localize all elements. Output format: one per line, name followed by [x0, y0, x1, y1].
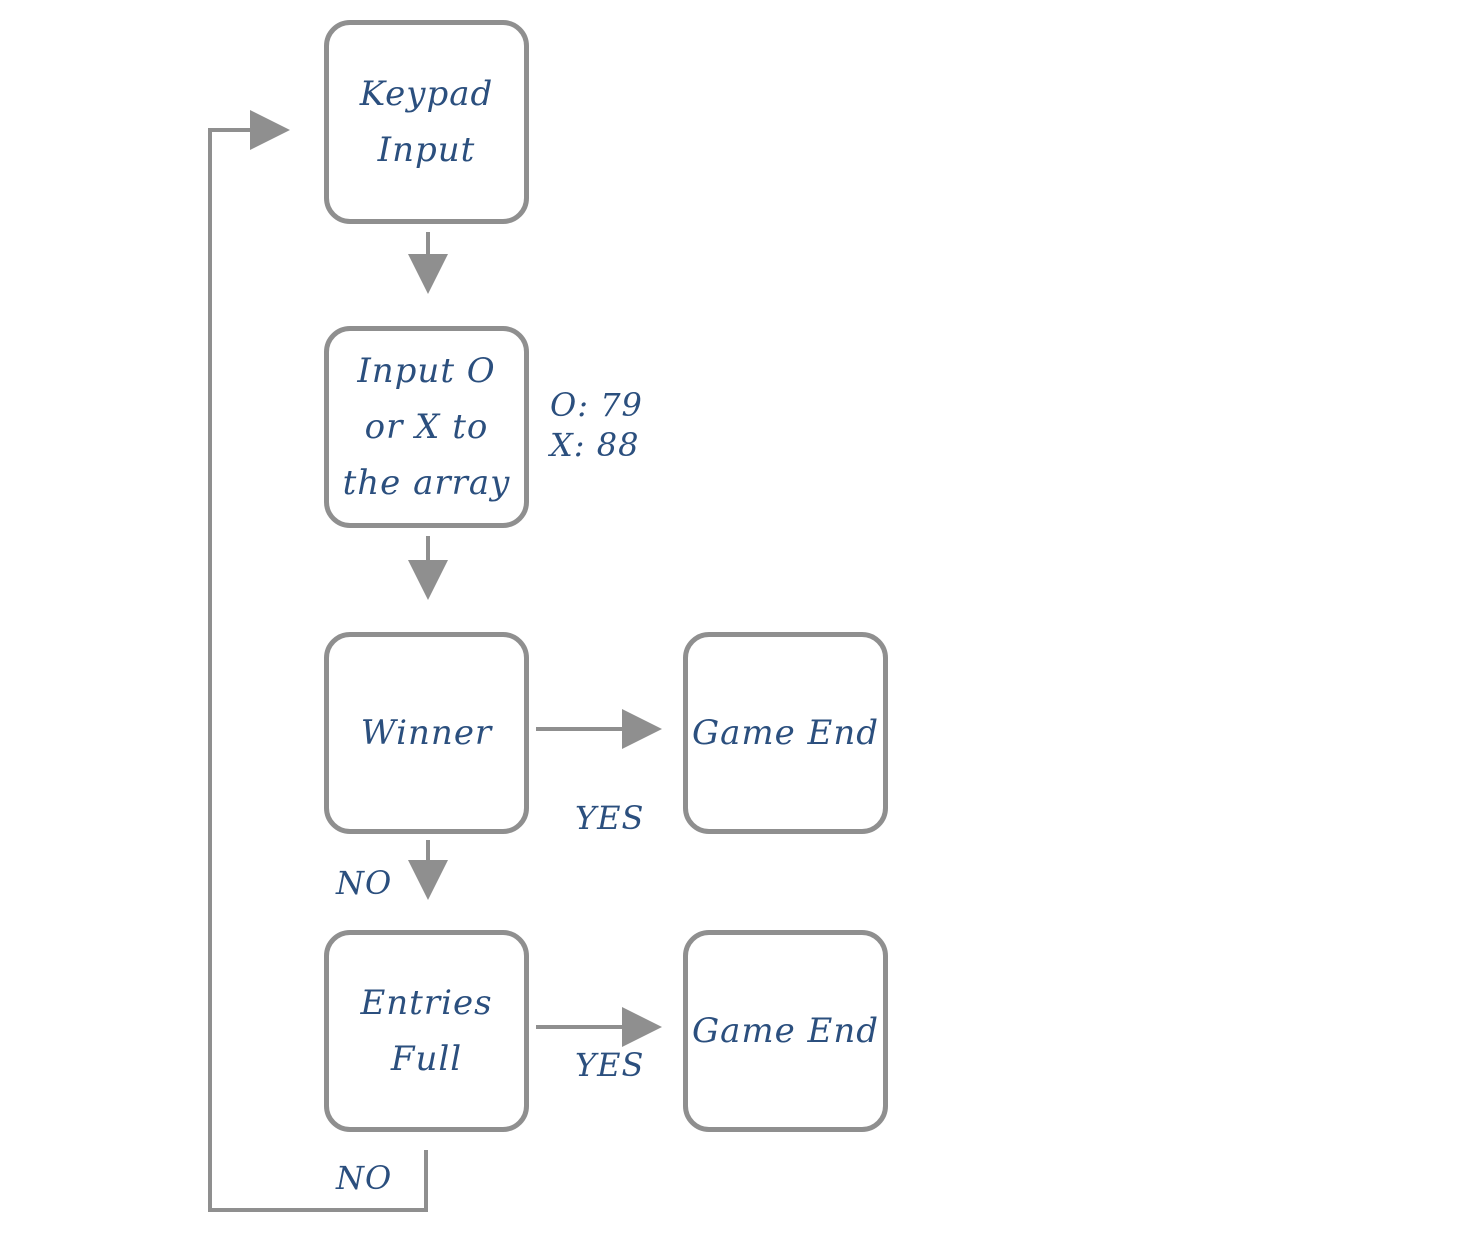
arrow-loop-back-to-keypad	[208, 110, 428, 1212]
winner-no-label: NO	[336, 864, 393, 902]
winner-yes-label: YES	[575, 799, 645, 837]
game-end-label-1: Game End	[691, 713, 880, 753]
input-array-box: Input O or X to the array	[324, 326, 529, 528]
winner-label: Winner	[360, 713, 493, 753]
game-end-box-1: Game End	[683, 632, 888, 834]
input-array-label: Input O or X to the array	[342, 351, 511, 503]
keypad-input-label: Keypad Input	[359, 74, 494, 170]
game-end-box-2: Game End	[683, 930, 888, 1132]
entries-full-box: Entries Full	[324, 930, 529, 1132]
ascii-codes-annotation: O: 79 X: 88	[550, 386, 643, 464]
game-end-label-2: Game End	[691, 1011, 880, 1051]
entries-full-label: Entries Full	[360, 983, 493, 1079]
winner-box: Winner	[324, 632, 529, 834]
keypad-input-box: Keypad Input	[324, 20, 529, 224]
entries-yes-label: YES	[575, 1046, 645, 1084]
entries-no-label: NO	[336, 1159, 393, 1197]
